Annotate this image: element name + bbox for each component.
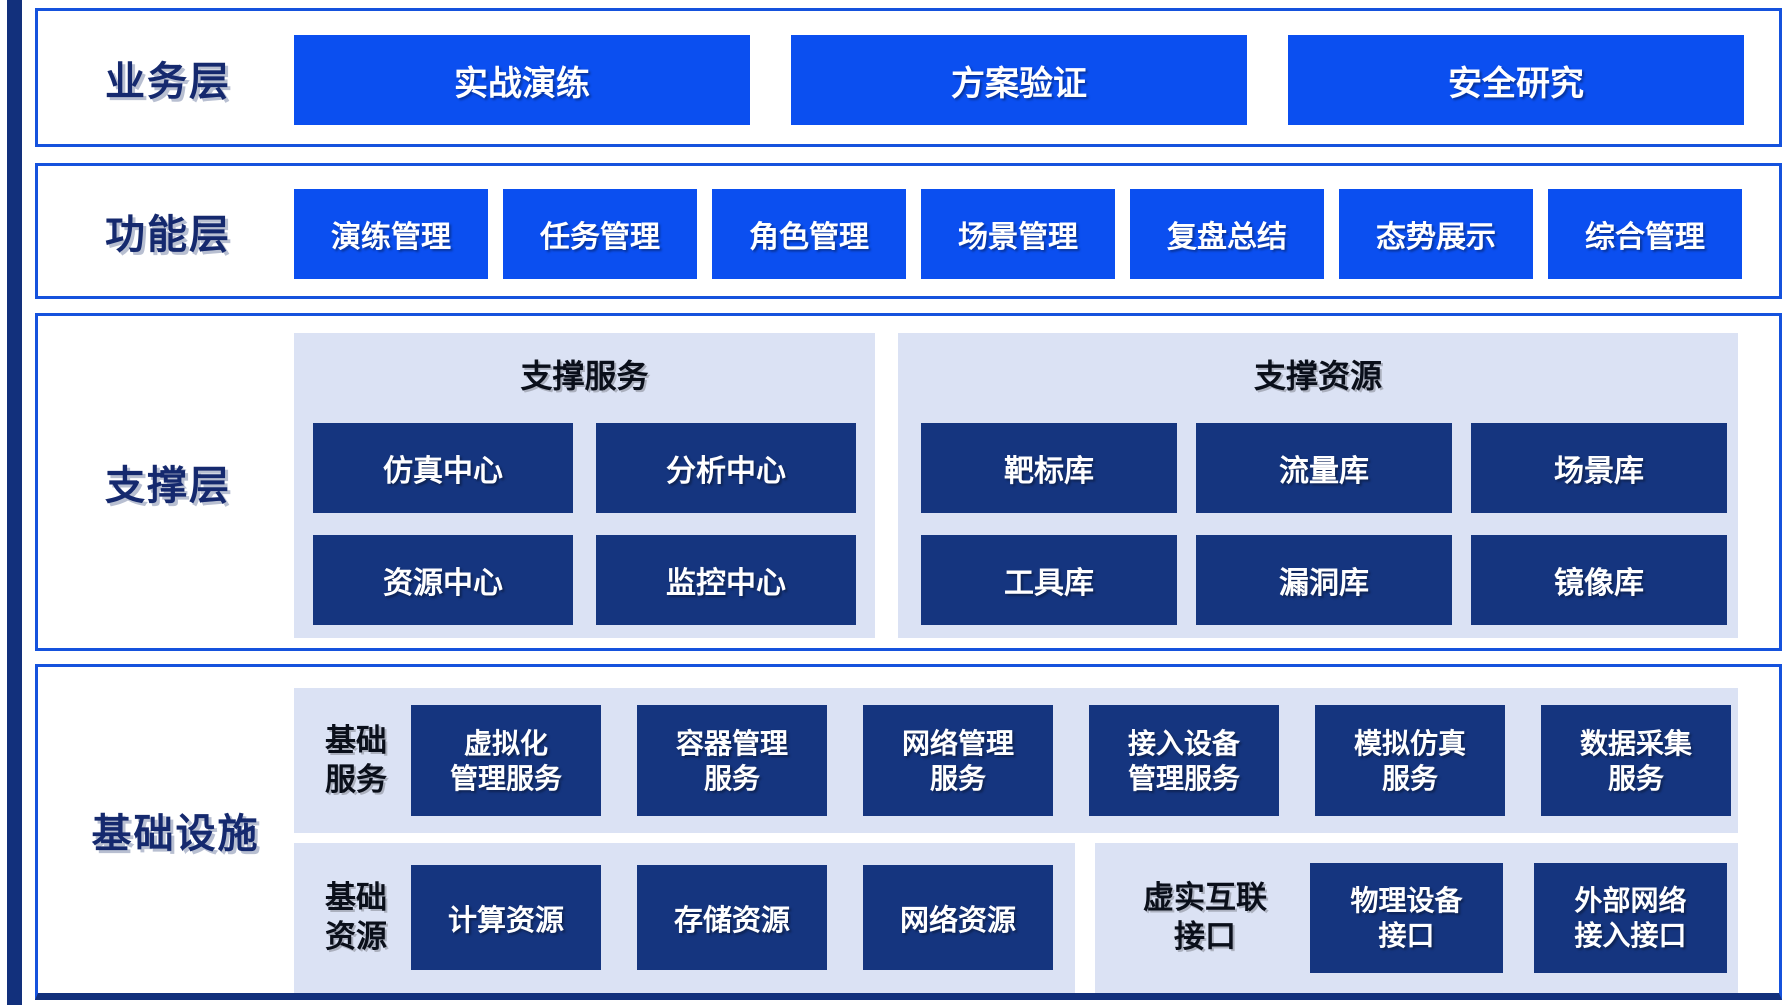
layer-box-business: 业务层 实战演练 方案验证 安全研究: [35, 8, 1782, 147]
support-service-block: 监控中心: [596, 535, 856, 625]
function-block: 演练管理: [294, 189, 488, 279]
base-resource-block: 网络资源: [863, 865, 1053, 970]
layer-label-business: 业务层: [105, 59, 231, 104]
business-block: 安全研究: [1288, 35, 1744, 125]
base-service-block: 容器管理 服务: [637, 705, 827, 816]
layer-box-function: 功能层 演练管理 任务管理 角色管理 场景管理 复盘总结 态势展示 综合管理: [35, 163, 1782, 299]
function-block: 态势展示: [1339, 189, 1533, 279]
support-service-block: 资源中心: [313, 535, 573, 625]
panel-support-resources: 支撑资源 靶标库 流量库 场景库 工具库 漏洞库 镜像库: [898, 333, 1738, 638]
base-resource-block: 存储资源: [637, 865, 827, 970]
layer-label-support: 支撑层: [105, 464, 231, 508]
base-service-block: 网络管理 服务: [863, 705, 1053, 816]
panel-virtual-real-interconnect: 虚实互联 接口 物理设备 接口 外部网络 接入接口: [1095, 843, 1738, 993]
left-accent-bar: [7, 0, 22, 1005]
business-block: 方案验证: [791, 35, 1247, 125]
support-resources-grid: 靶标库 流量库 场景库 工具库 漏洞库 镜像库: [921, 423, 1727, 625]
interconnect-block: 外部网络 接入接口: [1534, 863, 1727, 973]
panel-base-resources: 基础 资源 计算资源 存储资源 网络资源: [294, 843, 1075, 993]
base-service-block: 数据采集 服务: [1541, 705, 1731, 816]
business-block: 实战演练: [294, 35, 750, 125]
function-block: 复盘总结: [1130, 189, 1324, 279]
business-blocks-row: 实战演练 方案验证 安全研究: [294, 35, 1744, 125]
function-block: 综合管理: [1548, 189, 1742, 279]
base-resources-row: 计算资源 存储资源 网络资源: [411, 865, 1053, 970]
panel-title-support-services: 支撑服务: [520, 358, 649, 394]
support-resource-block: 漏洞库: [1196, 535, 1452, 625]
interconnect-row: 物理设备 接口 外部网络 接入接口: [1310, 863, 1727, 973]
support-resource-block: 流量库: [1196, 423, 1452, 513]
support-resource-block: 镜像库: [1471, 535, 1727, 625]
function-block: 角色管理: [712, 189, 906, 279]
layer-label-function: 功能层: [105, 213, 231, 257]
function-block: 场景管理: [921, 189, 1115, 279]
support-resource-block: 场景库: [1471, 423, 1727, 513]
support-service-block: 仿真中心: [313, 423, 573, 513]
support-resource-block: 工具库: [921, 535, 1177, 625]
base-services-row: 虚拟化 管理服务 容器管理 服务 网络管理 服务 接入设备 管理服务 模拟仿真 …: [411, 705, 1731, 816]
layer-label-infrastructure: 基础设施: [91, 812, 260, 856]
base-service-block: 虚拟化 管理服务: [411, 705, 601, 816]
panel-base-services: 基础 服务 虚拟化 管理服务 容器管理 服务 网络管理 服务 接入设备 管理服务…: [294, 688, 1738, 833]
layer-box-infrastructure: 基础设施 基础 服务 虚拟化 管理服务 容器管理 服务 网络管理 服务 接入设备…: [35, 664, 1782, 1000]
support-resource-block: 靶标库: [921, 423, 1177, 513]
base-service-block: 模拟仿真 服务: [1315, 705, 1505, 816]
interconnect-block: 物理设备 接口: [1310, 863, 1503, 973]
panel-title-interconnect: 虚实互联 接口: [1143, 880, 1267, 954]
panel-title-base-resources: 基础 资源: [325, 880, 387, 954]
support-services-grid: 仿真中心 分析中心 资源中心 监控中心: [313, 423, 856, 625]
panel-support-services: 支撑服务 仿真中心 分析中心 资源中心 监控中心: [294, 333, 875, 638]
support-service-block: 分析中心: [596, 423, 856, 513]
function-blocks-row: 演练管理 任务管理 角色管理 场景管理 复盘总结 态势展示 综合管理: [294, 189, 1742, 279]
base-resource-block: 计算资源: [411, 865, 601, 970]
panel-title-base-services: 基础 服务: [325, 722, 387, 797]
layer-box-support: 支撑层 支撑服务 仿真中心 分析中心 资源中心 监控中心 支撑资源 靶标库 流量…: [35, 313, 1782, 651]
base-service-block: 接入设备 管理服务: [1089, 705, 1279, 816]
panel-title-support-resources: 支撑资源: [1253, 358, 1382, 394]
function-block: 任务管理: [503, 189, 697, 279]
